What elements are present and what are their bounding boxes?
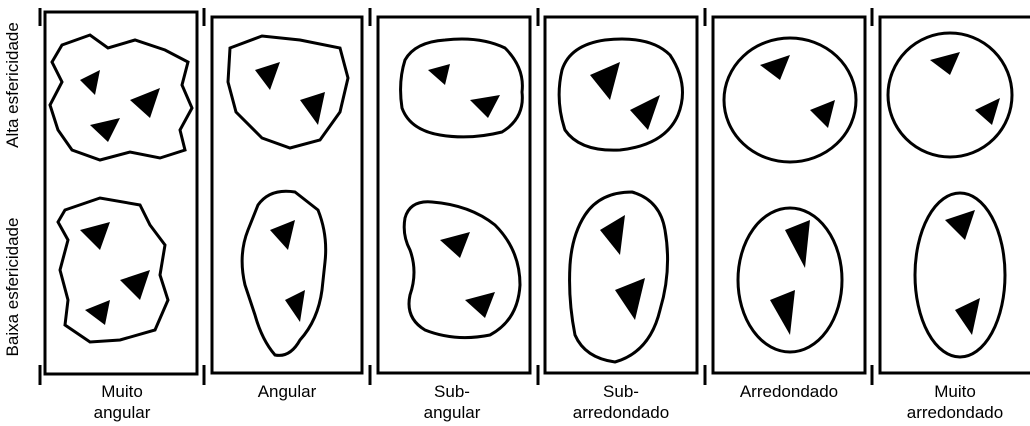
grain-sub-angular-low [404, 202, 520, 338]
grain-angular-high [228, 36, 348, 148]
column-label-line1: Angular [212, 381, 362, 402]
grain-very-angular-high [50, 35, 192, 160]
grain-sub-rounded-low [570, 192, 668, 362]
column-label-line2: arredondado [880, 402, 1030, 423]
column-label-line2: angular [47, 402, 197, 423]
column-label-line1: Sub- [377, 381, 527, 402]
grain-rounded-high [724, 38, 856, 162]
grain-sub-angular-high [401, 39, 523, 137]
row-label-high-sphericity: Alta esfericidade [3, 5, 23, 165]
column-label-sub-angular: Sub- angular [377, 381, 527, 423]
column-label-well-rounded: Muito arredondado [880, 381, 1030, 423]
column-label-angular: Angular [212, 381, 362, 402]
grain-very-angular-low [58, 198, 168, 342]
row-label-low-sphericity: Baixa esfericidade [3, 199, 23, 375]
column-label-line1: Arredondado [714, 381, 864, 402]
column-label-line1: Sub- [546, 381, 696, 402]
column-label-line2: angular [377, 402, 527, 423]
column-label-line2: arredondado [546, 402, 696, 423]
column-label-very-angular: Muito angular [47, 381, 197, 423]
column-label-line1: Muito [47, 381, 197, 402]
column-label-line1: Muito [880, 381, 1030, 402]
grain-angular-low [242, 191, 326, 355]
column-label-rounded: Arredondado [714, 381, 864, 402]
column-label-sub-rounded: Sub- arredondado [546, 381, 696, 423]
grain-well-rounded-high [888, 33, 1012, 157]
grain-sub-rounded-high [559, 39, 682, 150]
